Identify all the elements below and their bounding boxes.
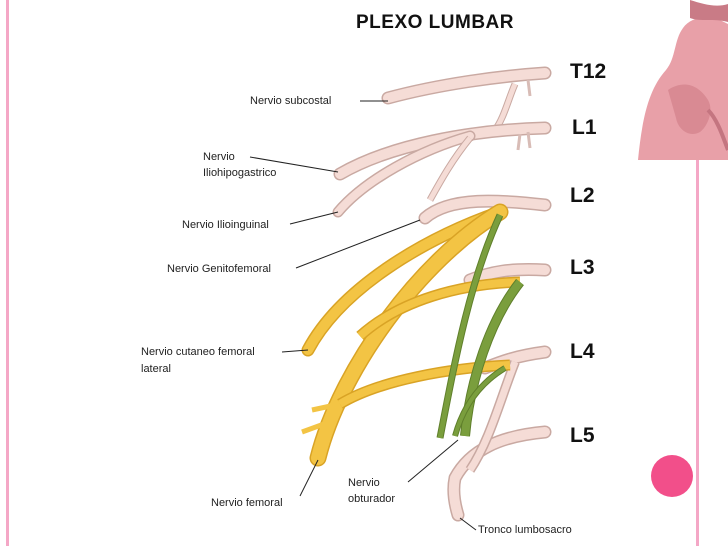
level-label-l1: L1 xyxy=(572,116,597,139)
subcostal-nerve xyxy=(383,68,550,103)
ilioinguinal-nerve xyxy=(334,132,474,216)
level-label-l3: L3 xyxy=(570,256,595,279)
label-lumbosacral-trunk: Tronco lumbosacro xyxy=(478,524,572,536)
obturator-nerve-branch xyxy=(437,213,503,439)
label-femoral: Nervio femoral xyxy=(211,497,283,509)
level-label-l2: L2 xyxy=(570,184,595,207)
label-genitofemoral: Nervio Genitofemoral xyxy=(167,263,271,275)
label-subcostal: Nervio subcostal xyxy=(250,95,332,107)
genitofemoral-nerve xyxy=(420,196,550,223)
slide-border-left xyxy=(6,0,9,546)
level-label-l5: L5 xyxy=(570,424,595,447)
page-title: PLEXO LUMBAR xyxy=(356,12,514,33)
label-iliohypogastric-1: Nervio xyxy=(203,151,235,163)
pink-dot-decoration xyxy=(651,455,693,497)
label-obturator-1: Nervio xyxy=(348,477,380,489)
slide-border-right xyxy=(696,0,699,546)
label-iliohypogastric-2: Iliohipogastrico xyxy=(203,167,277,179)
label-lateral-cutaneous-2: lateral xyxy=(141,363,171,375)
level-label-t12: T12 xyxy=(570,60,607,83)
leader-lines xyxy=(249,100,477,531)
label-obturator-2: obturador xyxy=(348,493,396,505)
level-label-l4: L4 xyxy=(570,340,595,363)
iliohypogastric-nerve xyxy=(335,123,550,179)
obturator-nerve xyxy=(461,279,524,437)
label-ilioinguinal: Nervio Ilioinguinal xyxy=(182,219,269,231)
lumbosacral-trunk xyxy=(448,427,550,520)
back-pain-photo xyxy=(628,0,728,160)
label-lateral-cutaneous-1: Nervio cutaneo femoral xyxy=(141,346,255,358)
